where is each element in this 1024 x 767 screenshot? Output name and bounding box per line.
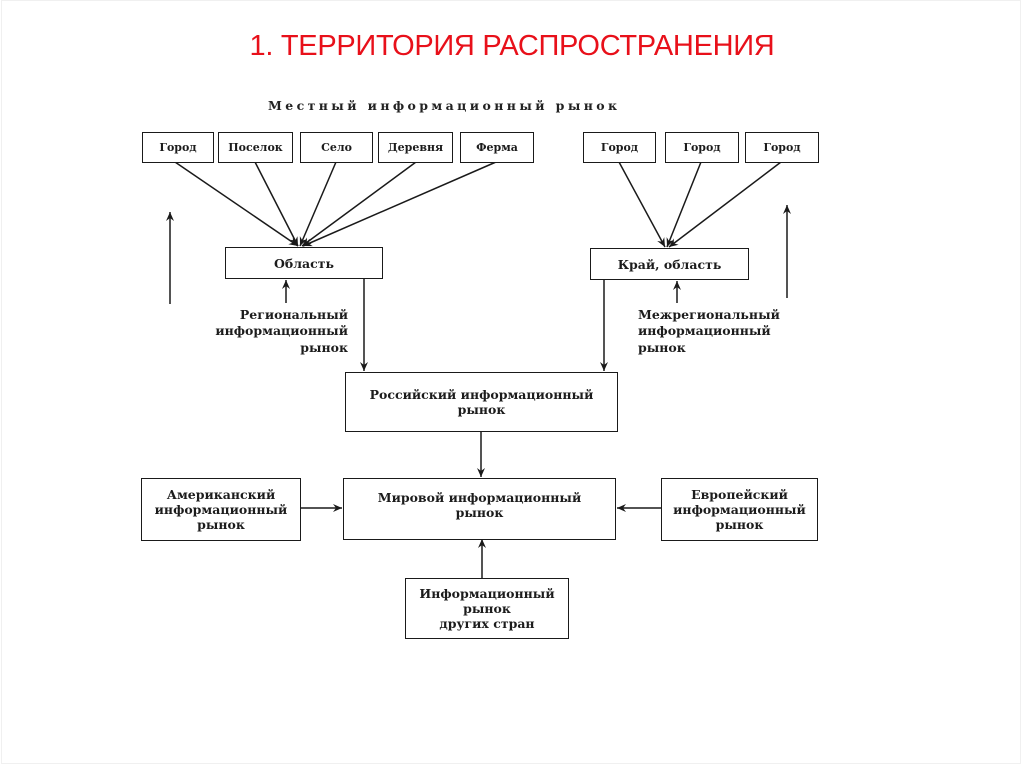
regional-label-line: рынок: [300, 339, 348, 355]
other-countries-market-line: других стран: [439, 616, 535, 631]
world-market-box: Мировой информационный рынок: [343, 478, 616, 540]
other-countries-market-line: рынок: [463, 601, 511, 616]
european-market-box: Европейский информационный рынок: [661, 478, 818, 541]
arrow-gorod3-to-krai: [668, 161, 782, 248]
european-market-line: Европейский: [691, 487, 788, 502]
interregional-label-line: Межрегиональный: [638, 307, 780, 322]
oblast-box: Область: [225, 247, 383, 279]
other-countries-market-box: Информационный рынок других стран: [405, 578, 569, 639]
regional-market-label: Региональный информационный рынок: [180, 307, 348, 356]
local-box-ferma: Ферма: [460, 132, 534, 163]
local-box-gorod-right-2: Город: [665, 132, 739, 163]
other-countries-market-line: Информационный: [419, 586, 555, 601]
krai-oblast-box: Край, область: [590, 248, 749, 280]
interregional-market-label: Межрегиональный информационный рынок: [638, 307, 808, 356]
european-market-line: рынок: [715, 517, 764, 532]
local-box-poselok: Поселок: [218, 132, 293, 163]
arrow-gorod-to-oblast: [174, 161, 299, 247]
local-box-gorod-right-3: Город: [745, 132, 819, 163]
arrow-poselok-to-oblast: [254, 161, 299, 247]
american-market-line: информационный: [154, 502, 288, 517]
arrow-gorod1-to-krai: [618, 161, 666, 248]
local-market-heading: Местный информационный рынок: [268, 98, 621, 113]
slide-title: 1. ТЕРРИТОРИЯ РАСПРОСТРАНЕНИЯ: [249, 30, 775, 62]
american-market-line: Американский: [166, 487, 276, 502]
world-market-line: рынок: [455, 505, 504, 520]
regional-label-line: информационный: [215, 323, 348, 339]
russian-market-box: Российский информационный рынок: [345, 372, 618, 432]
arrow-gorod2-to-krai: [666, 161, 702, 248]
european-market-line: информационный: [673, 502, 806, 517]
regional-label-line: Региональный: [239, 307, 348, 322]
interregional-label-line: информационный: [638, 323, 771, 339]
russian-market-line: рынок: [457, 402, 506, 417]
interregional-label-line: рынок: [638, 339, 686, 355]
local-box-selo: Село: [300, 132, 373, 163]
american-market-box: Американский информационный рынок: [141, 478, 301, 541]
local-box-derevnya: Деревня: [378, 132, 453, 163]
arrow-selo-to-oblast: [299, 161, 337, 247]
world-market-line: Мировой информационный: [377, 490, 582, 505]
arrow-ferma-to-oblast: [302, 161, 497, 247]
local-box-gorod: Город: [142, 132, 214, 163]
arrow-derevnya-to-oblast: [301, 161, 417, 247]
local-box-gorod-right-1: Город: [583, 132, 656, 163]
russian-market-line: Российский информационный: [369, 387, 594, 402]
american-market-line: рынок: [197, 517, 245, 532]
